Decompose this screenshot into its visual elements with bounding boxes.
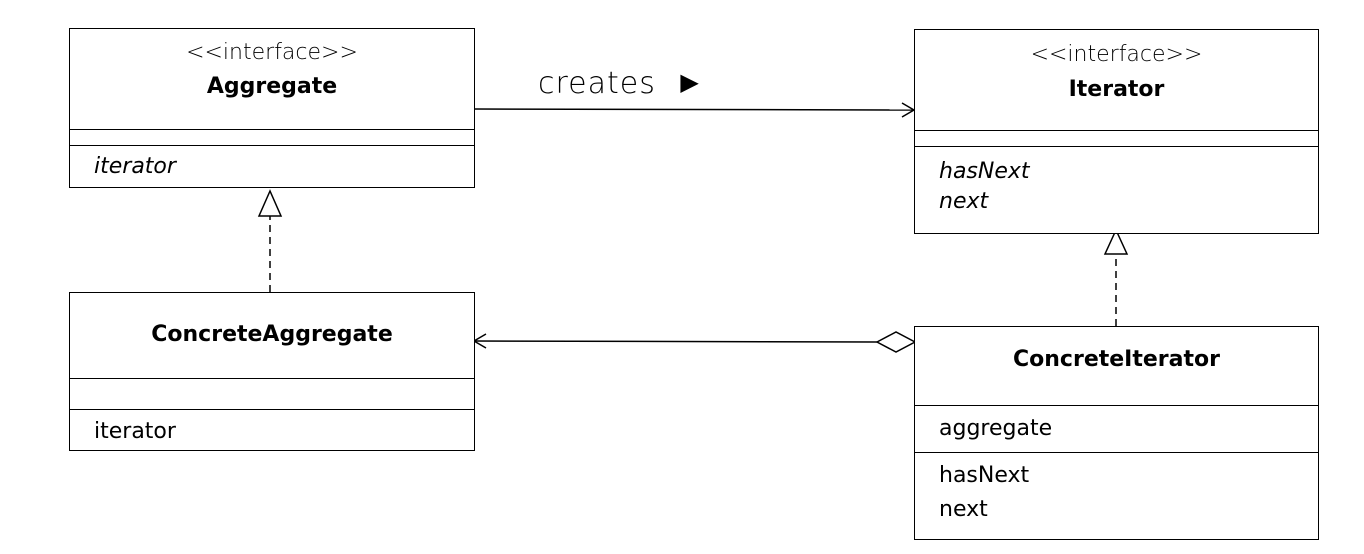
operations-compartment: iterator <box>70 145 474 180</box>
class-aggregate[interactable]: <<interface>> Aggregate iterator <box>69 28 475 188</box>
hollow-triangle-icon <box>257 189 283 217</box>
operations-compartment: hasNext next <box>915 452 1318 527</box>
attributes-compartment <box>70 129 474 145</box>
method-hasnext: hasNext <box>939 463 1030 488</box>
name-compartment: <<interface>> Aggregate <box>70 29 474 129</box>
aggregation-link <box>472 331 917 353</box>
iterator-realization <box>1103 228 1129 326</box>
operations-compartment: iterator <box>70 409 474 445</box>
name-compartment: <<interface>> Iterator <box>915 30 1318 130</box>
class-concrete-aggregate[interactable]: ConcreteAggregate iterator <box>69 292 475 451</box>
stereotype-label: <<interface>> <box>186 40 358 65</box>
class-name: Aggregate <box>206 74 338 99</box>
class-concrete-iterator[interactable]: ConcreteIterator aggregate hasNext next <box>914 326 1319 540</box>
creates-label-text: creates <box>538 66 656 101</box>
method-iterator: iterator <box>94 419 176 444</box>
class-iterator[interactable]: <<interface>> Iterator hasNext next <box>914 29 1319 234</box>
direction-triangle-icon: ▶ <box>680 68 700 96</box>
attributes-compartment: aggregate <box>915 405 1318 452</box>
class-name: ConcreteIterator <box>1013 347 1220 372</box>
stereotype-label: <<interface>> <box>1030 42 1203 67</box>
method-next: next <box>939 189 989 214</box>
method-hasnext: hasNext <box>939 159 1030 184</box>
hollow-triangle-icon <box>1103 228 1129 255</box>
creates-association <box>473 102 916 118</box>
name-compartment: ConcreteAggregate <box>70 293 474 378</box>
name-compartment: ConcreteIterator <box>915 327 1318 405</box>
operations-compartment: hasNext next <box>915 146 1318 217</box>
field-aggregate: aggregate <box>939 416 1053 441</box>
class-name: Iterator <box>1068 77 1165 102</box>
attributes-compartment <box>70 378 474 409</box>
aggregate-realization <box>257 189 283 292</box>
creates-label: creates ▶ <box>538 66 700 101</box>
method-next: next <box>939 497 988 522</box>
method-iterator: iterator <box>94 154 176 179</box>
attributes-compartment <box>915 130 1318 146</box>
class-name: ConcreteAggregate <box>151 322 393 347</box>
hollow-diamond-icon <box>875 331 917 353</box>
